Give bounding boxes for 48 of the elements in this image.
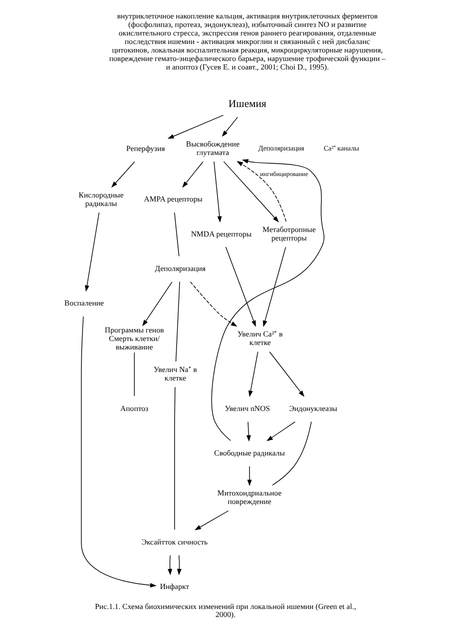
arrow xyxy=(80,316,156,588)
arrow xyxy=(190,282,237,327)
node-text: Деполяризация xyxy=(154,264,206,273)
node-text: Эксайтток сичность xyxy=(140,537,208,546)
arrow xyxy=(262,246,286,327)
node-text: Воспаление xyxy=(64,298,104,308)
node-text: Высвобождение глутамата xyxy=(186,140,240,158)
label: внутриклеточное накопление кальция, активация внутриклеточных ферментов (фосфолипаз, протеаз, эндонуклеаз), избыточный синтез NO и развитие окислительного стресса, экспрессия генов раннего реагирования, отдаленные последствия ишемии - активация микроглии и связанный с ней дисбаланс цитокинов, локальная воспалительная реакция, микроциркуляторные нарушения, повреждение гемато-энцефалического барьера, нарушение трофической функции – и апоптоз (Гусев Е. и соавт., 2001; Choi D., 1995). xyxy=(108,12,386,72)
node-text: Свободные радикалы xyxy=(214,448,284,458)
arrow xyxy=(142,282,172,326)
node-text: Увелич nNOS xyxy=(224,404,270,413)
arrow xyxy=(84,212,99,292)
arrow xyxy=(176,555,182,576)
node-text: Программы генов Смерть клетки/ выживание xyxy=(104,325,164,352)
connector xyxy=(133,352,134,396)
node-text: Кислородные радикалы xyxy=(78,190,124,208)
arrow xyxy=(221,116,238,137)
arrow xyxy=(167,555,172,576)
arrow xyxy=(167,114,224,139)
node-text: Реперфузия xyxy=(126,144,164,153)
node-text: Митохондриальное повреждение xyxy=(216,488,282,506)
arrow xyxy=(224,246,256,327)
arrow xyxy=(213,161,222,223)
arrow xyxy=(222,161,278,222)
connector xyxy=(174,212,179,257)
caption: Рис.1.1. Схема биохимических изменений при локальной ишемии (Green et al., 2000). xyxy=(94,602,356,620)
arrow xyxy=(266,421,295,442)
node-text: Увелич Ca²⁺ в клетке xyxy=(237,330,282,348)
node-text: NMDA рецепторы xyxy=(190,229,252,238)
connector xyxy=(272,421,312,486)
arrow xyxy=(246,466,252,486)
arrow xyxy=(182,161,203,188)
arrow xyxy=(236,161,286,222)
node-text: Увелич Na⁺ в клетке xyxy=(153,364,196,382)
node-text: Апоптоз xyxy=(120,404,148,413)
node-text: Эндонуклеазы xyxy=(288,404,337,413)
arrow xyxy=(268,352,304,397)
connector xyxy=(175,281,180,362)
arrow xyxy=(194,510,228,530)
node-text: Метаботропные рецепторы xyxy=(262,225,316,243)
node-text: AMPA рецепторы xyxy=(143,194,202,204)
arrow xyxy=(110,161,134,188)
connector xyxy=(174,386,175,530)
arrow xyxy=(210,159,324,441)
arrow xyxy=(248,352,258,398)
arrow xyxy=(246,421,250,442)
node-text: Ишемия xyxy=(228,98,266,110)
node-text: Инфаркт xyxy=(160,582,189,591)
